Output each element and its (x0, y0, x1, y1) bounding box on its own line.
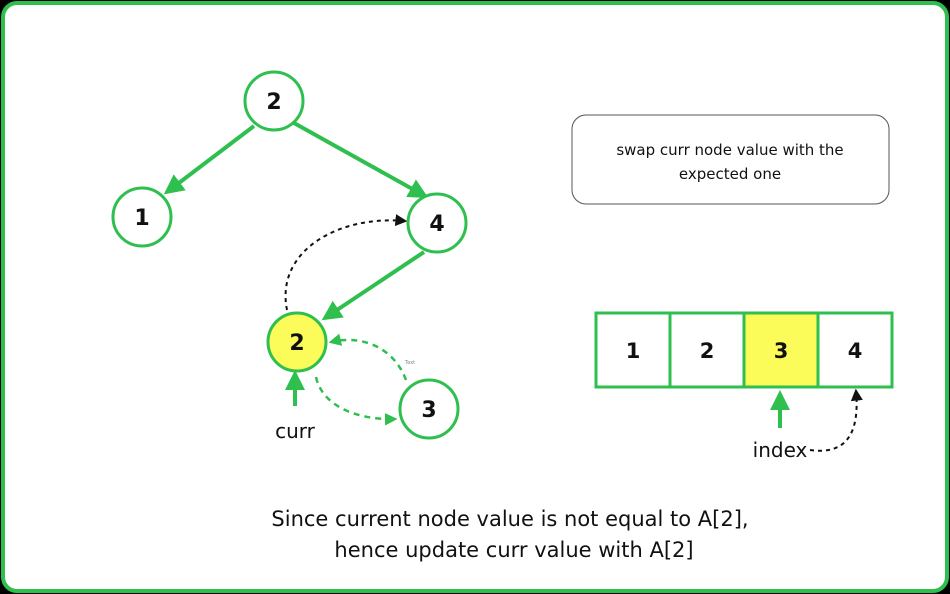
array-cell: 1 (594, 311, 672, 389)
tree-node-root-value: 2 (266, 90, 281, 115)
edge-root-right (293, 121, 429, 198)
tree-node-current-value: 2 (289, 331, 304, 356)
array-cell-value: 2 (700, 339, 715, 363)
tree-node-current: 2 (266, 311, 328, 373)
tiny-text-label: Text (404, 360, 415, 366)
tree-node-right-value: 4 (429, 212, 444, 237)
edge-root-left (163, 124, 256, 195)
tree-node-root: 2 (243, 70, 305, 132)
tree-node-right: 4 (406, 192, 468, 254)
array-cell: 4 (816, 311, 894, 389)
index-label: index (753, 438, 808, 462)
tree-node-left: 1 (111, 186, 173, 248)
caption-line-2: hence update curr value with A[2] (334, 538, 693, 562)
array-cell: 2 (668, 311, 746, 389)
edge-right-current (321, 250, 426, 321)
curr-label: curr (275, 419, 316, 443)
tree-node-left-value: 1 (134, 206, 149, 231)
note-line-2: expected one (679, 165, 781, 183)
dashed-curve-3-to-current (328, 333, 408, 381)
dashed-curve-current-to-4 (284, 214, 408, 311)
dashed-curve-index-to-next (809, 388, 863, 452)
tree-node-leaf-value: 3 (421, 398, 436, 423)
caption-line-1: Since current node value is not equal to… (271, 507, 748, 531)
tree-node-leaf: 3 (398, 378, 460, 440)
note-line-1: swap curr node value with the (616, 141, 843, 159)
array-cell: 3 (742, 311, 820, 389)
array-cell-value: 4 (848, 339, 863, 363)
note-box: swap curr node value with the expected o… (571, 114, 890, 205)
array: 1 2 3 4 (594, 311, 894, 389)
array-cell-value: 3 (774, 339, 789, 363)
array-cell-value: 1 (626, 339, 641, 363)
